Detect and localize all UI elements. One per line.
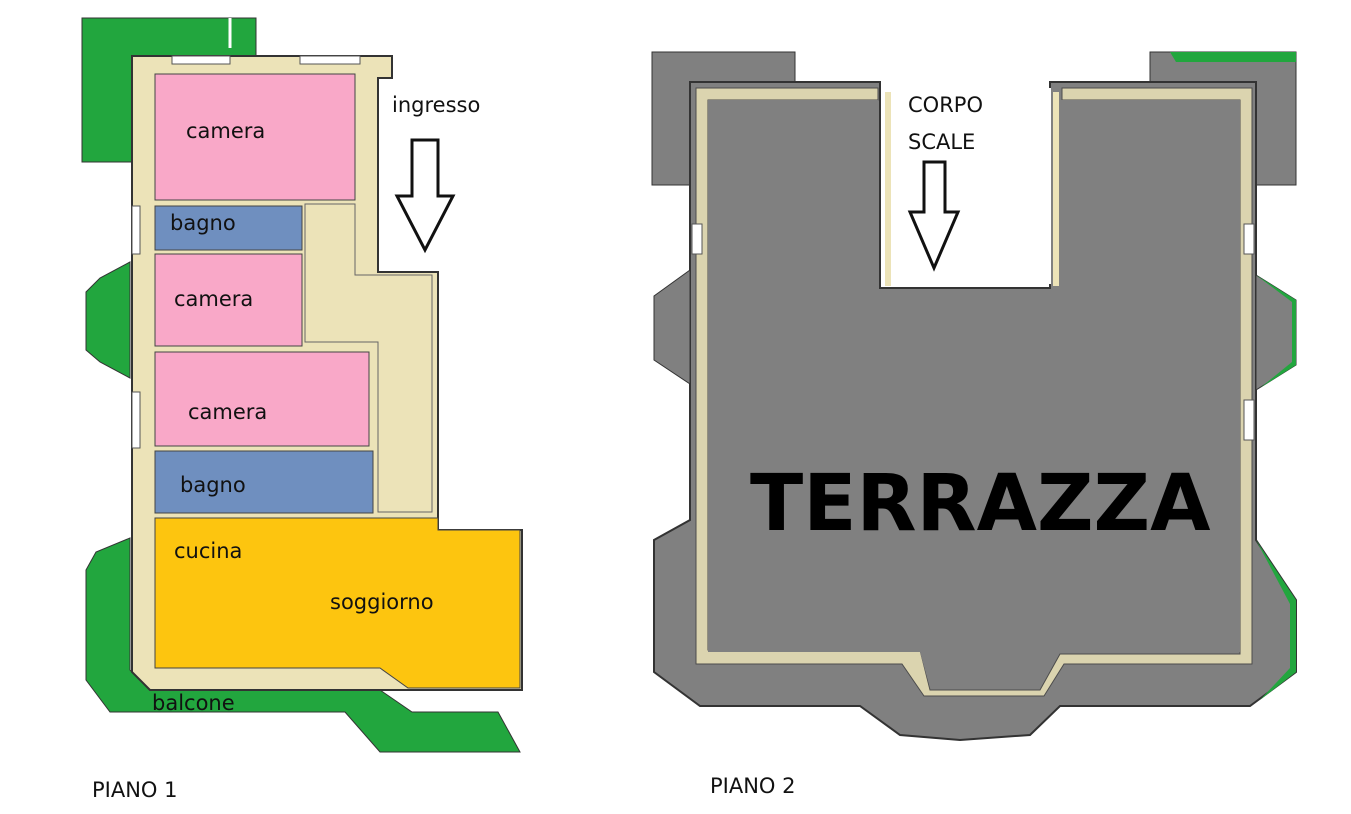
room-label-soggiorno: soggiorno: [330, 590, 434, 614]
hall-corridor: [304, 203, 433, 513]
room-label-cucina: cucina: [174, 539, 242, 563]
stair-label-line-1: CORPO: [908, 93, 983, 117]
floor-2-caption: PIANO 2: [710, 774, 796, 798]
entrance-label: ingresso: [392, 93, 480, 117]
room-label-camera-1: camera: [186, 119, 265, 143]
stair-well: [893, 88, 1051, 284]
floor-2-plan: CORPO SCALE TERRAZZA PIANO 2: [651, 51, 1297, 798]
room-camera-1: [154, 73, 356, 201]
terrace-label: TERRAZZA: [750, 459, 1210, 549]
floor-1-plan: ingresso camera bagno camera camera bagn…: [81, 17, 523, 802]
stair-label-line-2: SCALE: [908, 130, 975, 154]
room-label-balcone: balcone: [152, 691, 235, 715]
bay-right-1: [1255, 274, 1297, 391]
green-strip-top-right: [1170, 52, 1296, 62]
entrance-arrow: [394, 138, 456, 254]
room-cucina-soggiorno: [154, 517, 521, 689]
room-bagno-1: [154, 205, 303, 251]
room-label-bagno-2: bagno: [180, 473, 246, 497]
room-label-bagno-1: bagno: [170, 211, 236, 235]
stair-arrow: [907, 160, 961, 272]
room-label-camera-3: camera: [188, 400, 267, 424]
floor-1-caption: PIANO 1: [92, 778, 178, 802]
terrace-floor: [708, 100, 1240, 688]
bay-left-1: [85, 261, 131, 379]
bay-left-2: [653, 269, 691, 385]
room-bagno-2: [154, 450, 374, 514]
green-strip-right-2: [1256, 540, 1296, 700]
room-camera-2: [154, 253, 303, 347]
room-camera-3: [154, 351, 370, 447]
room-label-camera-2: camera: [174, 287, 253, 311]
